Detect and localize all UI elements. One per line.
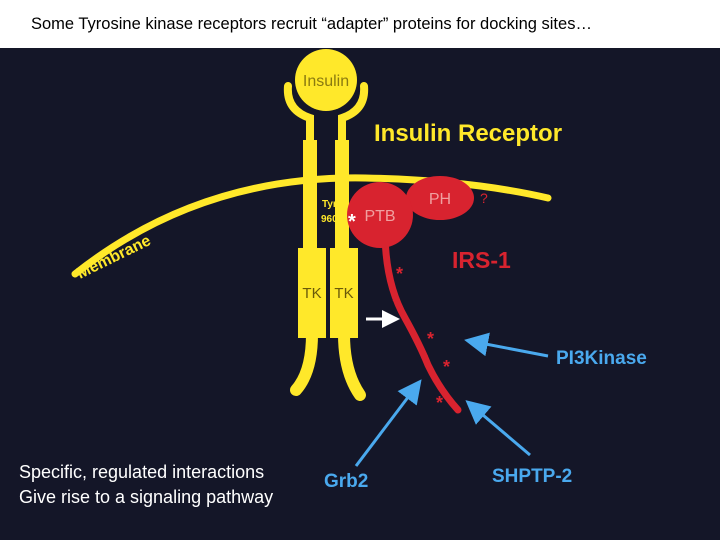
tyr-label: Tyr xyxy=(322,199,337,210)
ptb-domain xyxy=(347,182,413,248)
phospho-site-6: * xyxy=(436,393,443,413)
membrane-label: Membrane xyxy=(74,232,153,282)
insulin-ligand xyxy=(295,49,357,111)
slide-title: Some Tyrosine kinase receptors recruit “… xyxy=(31,15,592,33)
insulin-label: Insulin xyxy=(303,73,349,90)
tyr-number: 960 xyxy=(321,214,338,225)
insulin-receptor-diagram: Membrane Insulin TK TK Tyr 960 xyxy=(71,49,647,492)
phospho-site-5: * xyxy=(443,357,450,377)
ph-domain xyxy=(406,176,474,220)
pi3kinase-arrow xyxy=(464,332,549,358)
grb2-arrow xyxy=(354,379,422,467)
receptor-alpha-right xyxy=(338,82,369,149)
caption-line-2: Give rise to a signaling pathway xyxy=(19,487,274,507)
ptb-label: PTB xyxy=(364,208,395,225)
irs1-chain xyxy=(381,231,462,414)
receptor-alpha-left xyxy=(283,82,314,149)
phospho-site-1: * xyxy=(396,264,403,284)
irs1-label: IRS-1 xyxy=(452,247,511,273)
grb2-label: Grb2 xyxy=(324,471,368,492)
receptor-tail-left xyxy=(290,328,318,396)
diagram-area: Membrane Insulin TK TK Tyr 960 xyxy=(0,48,720,540)
phospho-site-2: * xyxy=(392,292,399,312)
title-bar: Some Tyrosine kinase receptors recruit “… xyxy=(0,0,720,48)
phospho-site-4: * xyxy=(421,350,428,370)
pi3kinase-label: PI3Kinase xyxy=(556,348,647,369)
insulin-receptor-label: Insulin Receptor xyxy=(374,120,562,147)
receptor-tail-right xyxy=(338,328,366,401)
tk-label-right: TK xyxy=(334,285,353,302)
shptp2-label: SHPTP-2 xyxy=(492,466,572,487)
phospho-tyr960: * xyxy=(348,211,356,233)
shptp2-arrow xyxy=(465,400,531,457)
ph-label: PH xyxy=(429,191,451,208)
ph-question-mark: ? xyxy=(480,190,488,206)
phospho-site-3: * xyxy=(427,329,434,349)
tk-label-left: TK xyxy=(302,285,321,302)
receptor-chain-right xyxy=(335,140,349,258)
tk-domain-left xyxy=(298,248,326,338)
receptor-chain-left xyxy=(303,140,317,258)
caption-line-1: Specific, regulated interactions xyxy=(19,462,265,482)
tk-domain-right xyxy=(330,248,358,338)
